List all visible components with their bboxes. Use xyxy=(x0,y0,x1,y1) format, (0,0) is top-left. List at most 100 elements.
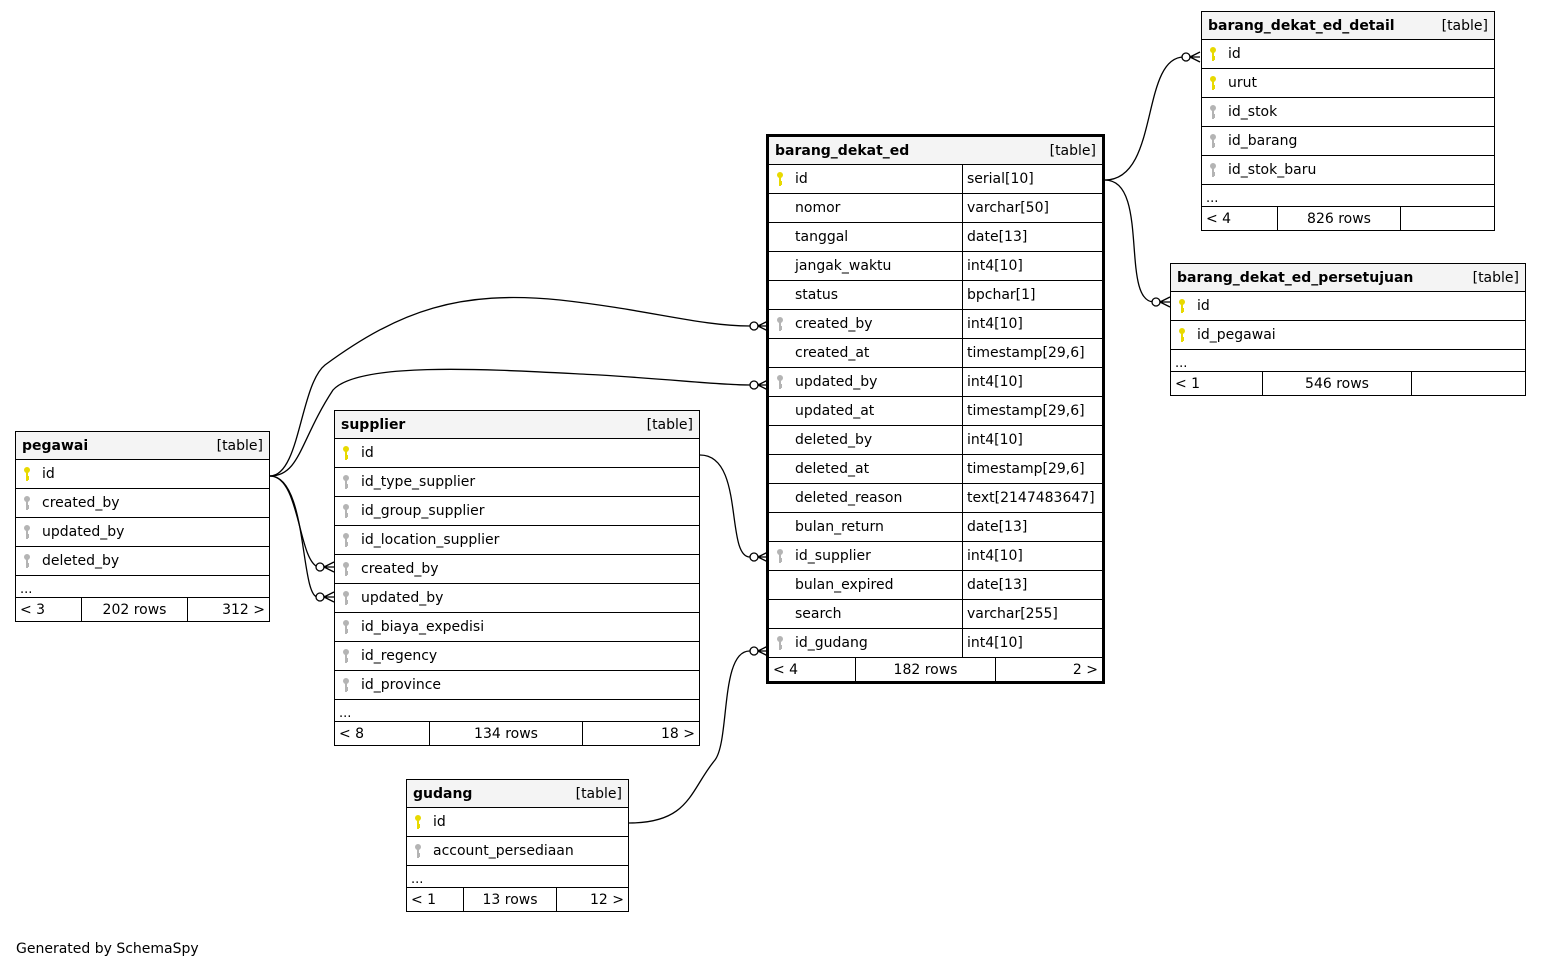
column-name[interactable]: bulan_expired xyxy=(795,577,894,593)
table-header[interactable]: supplier[table] xyxy=(335,411,699,439)
footer-parents-count[interactable]: < 3 xyxy=(16,598,82,621)
column-name[interactable]: id_pegawai xyxy=(1197,327,1276,343)
column-name[interactable]: bulan_return xyxy=(795,519,884,535)
column-row[interactable]: created_by xyxy=(335,555,699,584)
column-row[interactable]: deleted_by xyxy=(16,547,269,576)
column-name[interactable]: updated_by xyxy=(42,524,125,540)
column-row[interactable]: account_persediaan xyxy=(407,837,628,866)
footer-parents-count[interactable]: < 1 xyxy=(407,888,464,911)
footer-children-count[interactable] xyxy=(1412,372,1525,395)
table-name[interactable]: gudang xyxy=(413,785,473,802)
column-name[interactable]: id_stok xyxy=(1228,104,1278,120)
footer-parents-count[interactable]: < 4 xyxy=(1202,207,1278,230)
more-columns-ellipsis[interactable]: ... xyxy=(335,700,699,722)
column-name[interactable]: id xyxy=(361,445,374,461)
column-name[interactable]: created_by xyxy=(42,495,120,511)
column-name[interactable]: id xyxy=(1228,46,1241,62)
table-header[interactable]: barang_dekat_ed[table] xyxy=(769,137,1102,165)
table-header[interactable]: barang_dekat_ed_persetujuan[table] xyxy=(1171,264,1525,292)
column-name[interactable]: status xyxy=(795,287,839,303)
column-name[interactable]: account_persediaan xyxy=(433,843,574,859)
table-name[interactable]: pegawai xyxy=(22,437,89,454)
more-columns-ellipsis[interactable]: ... xyxy=(16,576,269,598)
column-name[interactable]: id_regency xyxy=(361,648,438,664)
column-row[interactable]: id_biaya_expedisi xyxy=(335,613,699,642)
table-name[interactable]: barang_dekat_ed_detail xyxy=(1208,17,1395,34)
column-row[interactable]: created_by xyxy=(16,489,269,518)
column-name[interactable]: created_by xyxy=(361,561,439,577)
column-name[interactable]: id_stok_baru xyxy=(1228,162,1317,178)
footer-children-count[interactable] xyxy=(1401,207,1494,230)
column-name[interactable]: id_biaya_expedisi xyxy=(361,619,485,635)
column-name[interactable]: deleted_reason xyxy=(795,490,903,506)
footer-children-count[interactable]: 2 > xyxy=(1072,661,1098,678)
column-name[interactable]: id_barang xyxy=(1228,133,1298,149)
column-name[interactable]: urut xyxy=(1228,75,1257,91)
column-name[interactable]: id_location_supplier xyxy=(361,532,500,548)
more-columns-ellipsis[interactable]: ... xyxy=(407,866,628,888)
column-row[interactable]: updated_by xyxy=(16,518,269,547)
column-row[interactable]: id_type_supplier xyxy=(335,468,699,497)
column-name[interactable]: updated_at xyxy=(795,403,875,419)
column-row[interactable]: id_province xyxy=(335,671,699,700)
column-row[interactable]: id_pegawai xyxy=(1171,321,1525,350)
column-name[interactable]: updated_by xyxy=(361,590,444,606)
column-row[interactable]: id xyxy=(335,439,699,468)
column-name[interactable]: id xyxy=(1197,298,1210,314)
column-row[interactable]: id xyxy=(1171,292,1525,321)
more-columns-ellipsis[interactable]: ... xyxy=(1202,185,1494,207)
column-name[interactable]: created_by xyxy=(795,316,873,332)
column-name[interactable]: id xyxy=(42,466,55,482)
footer-children-count[interactable]: 18 > xyxy=(661,725,695,742)
column-row[interactable]: updated_by xyxy=(335,584,699,613)
column-row[interactable]: id_stok xyxy=(1202,98,1494,127)
column-name[interactable]: search xyxy=(795,606,842,622)
column-name[interactable]: id_gudang xyxy=(795,635,868,651)
footer-parents-count[interactable]: < 4 xyxy=(769,658,856,681)
table-header[interactable]: pegawai[table] xyxy=(16,432,269,460)
table-name[interactable]: barang_dekat_ed_persetujuan xyxy=(1177,269,1414,286)
column-row[interactable]: id xyxy=(1202,40,1494,69)
column-name[interactable]: created_at xyxy=(795,345,870,361)
column-row[interactable]: id_barang xyxy=(1202,127,1494,156)
table-header[interactable]: barang_dekat_ed_detail[table] xyxy=(1202,12,1494,40)
more-columns-ellipsis[interactable]: ... xyxy=(1171,350,1525,372)
footer-parents-count[interactable]: < 1 xyxy=(1171,372,1263,395)
footer-children-count[interactable]: 312 > xyxy=(222,601,265,618)
table-barang-dekat-ed-detail[interactable]: barang_dekat_ed_detail[table]id urut id_st… xyxy=(1201,11,1495,231)
column-name[interactable]: id xyxy=(433,814,446,830)
column-name[interactable]: id_province xyxy=(361,677,442,693)
column-name[interactable]: updated_by xyxy=(795,374,878,390)
column-row[interactable]: urut xyxy=(1202,69,1494,98)
table-name[interactable]: supplier xyxy=(341,416,406,433)
column-row[interactable]: id_regency xyxy=(335,642,699,671)
column-row[interactable]: id xyxy=(16,460,269,489)
column-name[interactable]: jangak_waktu xyxy=(795,258,892,274)
column-name[interactable]: id xyxy=(795,171,808,187)
column-name[interactable]: id_supplier xyxy=(795,548,871,564)
footer-parents-count[interactable]: < 8 xyxy=(335,722,430,745)
table-barang-dekat-ed-persetujuan[interactable]: barang_dekat_ed_persetujuan[table]id id_p… xyxy=(1170,263,1526,396)
column-name[interactable]: id_type_supplier xyxy=(361,474,476,490)
column-name[interactable]: deleted_by xyxy=(795,432,873,448)
column-name[interactable]: deleted_at xyxy=(795,461,870,477)
